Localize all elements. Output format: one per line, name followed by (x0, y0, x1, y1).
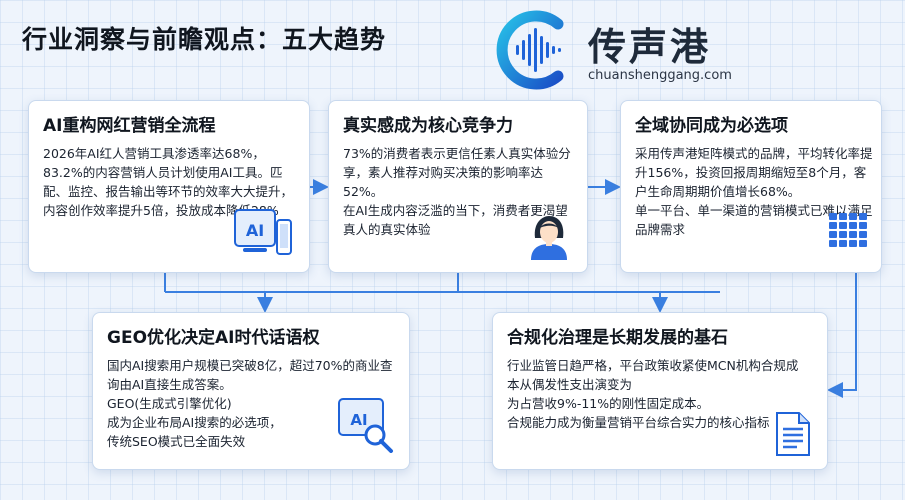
card-body: 行业监管日趋严格，平台政策收紧使MCN机构合规成本从偶发性支出演变为 为占营收9… (507, 358, 799, 430)
card-body: 2026年AI红人营销工具渗透率达68%，83.2%的内容营销人员计划使用AI工… (43, 146, 294, 218)
card-title: GEO优化决定AI时代话语权 (107, 328, 320, 348)
card-title: 真实感成为核心竞争力 (343, 116, 513, 136)
card-title: 全域协同成为必选项 (635, 116, 788, 136)
document-icon (776, 412, 810, 456)
sound-wave-logo-icon (496, 10, 564, 90)
ai-label: AI (350, 411, 367, 429)
card-title: 合规化治理是长期发展的基石 (507, 328, 728, 348)
ai-search-icon: AI (338, 398, 393, 453)
trend-card-ai-marketing: AI重构网红营销全流程 2026年AI红人营销工具渗透率达68%，83.2%的内… (28, 100, 310, 273)
woman-icon (531, 216, 567, 260)
card-body: 采用传声港矩阵模式的品牌，平均转化率提升156%，投资回报周期缩短至8个月，客户… (635, 146, 873, 237)
trend-card-geo: GEO优化决定AI时代话语权 国内AI搜索用户规模已突破8亿，超过70%的商业查… (92, 312, 410, 470)
card-title: AI重构网红营销全流程 (43, 116, 216, 136)
ai-label: AI (246, 221, 264, 240)
grid-icon (829, 213, 867, 247)
brand-name: 传声港 (588, 25, 712, 69)
trend-card-authenticity: 真实感成为核心竞争力 73%的消费者表示更信任素人真实体验分享，素人推荐对购买决… (328, 100, 588, 273)
card-body: 国内AI搜索用户规模已突破8亿，超过70%的商业查询由AI直接生成答案。 GEO… (107, 358, 393, 449)
arrow-card3-to-card5 (827, 273, 857, 398)
brand-url: chuanshenggang.com (588, 68, 732, 83)
brand-logo: 传声港 chuanshenggang.com (488, 6, 748, 92)
card-body: 73%的消费者表示更信任素人真实体验分享，素人推荐对购买决策的影响率达52%。 … (343, 146, 571, 237)
page-title: 行业洞察与前瞻观点：五大趋势 (22, 25, 387, 54)
trend-card-compliance: 合规化治理是长期发展的基石 行业监管日趋严格，平台政策收紧使MCN机构合规成本从… (492, 312, 828, 470)
trend-card-omnichannel: 全域协同成为必选项 采用传声港矩阵模式的品牌，平均转化率提升156%，投资回报周… (620, 100, 882, 273)
ai-device-icon: AI (234, 209, 292, 255)
